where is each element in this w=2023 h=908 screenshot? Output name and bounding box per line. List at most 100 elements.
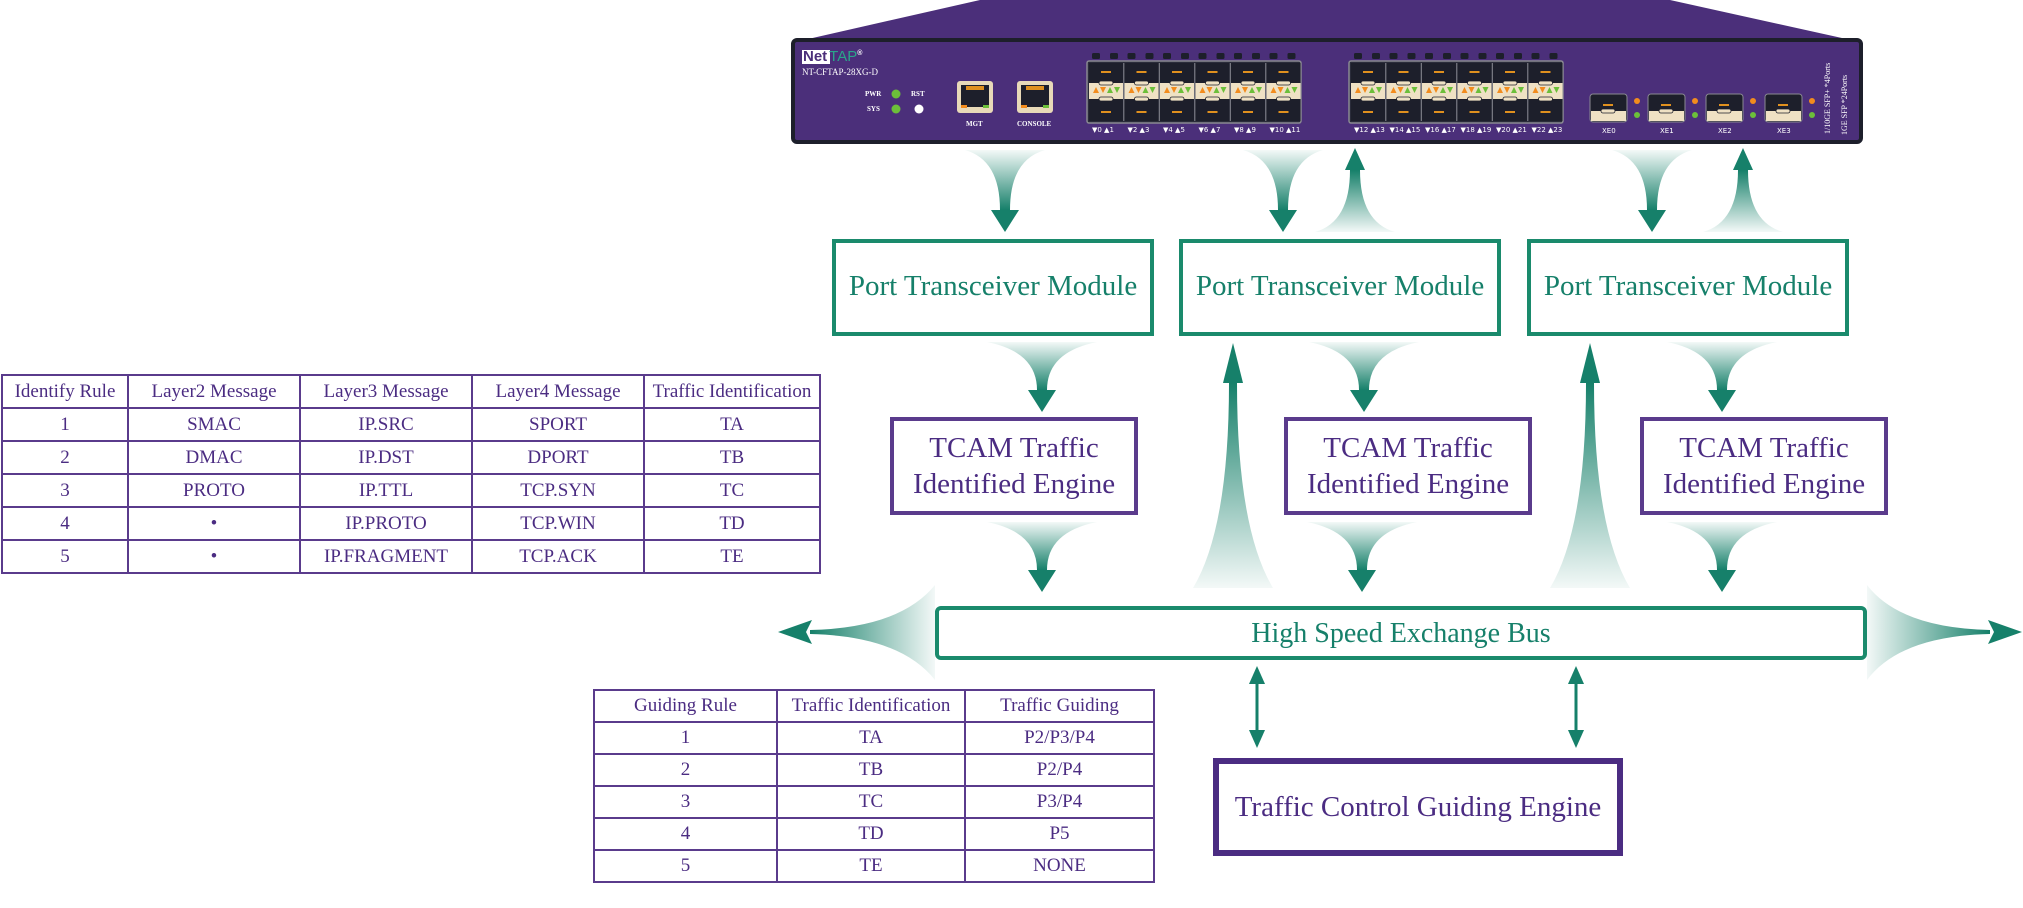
xe-port-3 — [1764, 93, 1815, 123]
pwr-led-label: PWR — [865, 90, 882, 98]
cell: 5 — [1, 539, 129, 574]
port-led-icon — [1234, 53, 1242, 59]
arrow-head-up-icon — [1733, 148, 1753, 170]
tx-arrow-icon — [1475, 87, 1482, 93]
cell: IP.FRAGMENT — [299, 539, 473, 574]
cell: 3 — [1, 473, 129, 508]
header-layer2: Layer2 Message — [127, 374, 301, 409]
cell: TE — [643, 539, 821, 574]
cell: TA — [776, 721, 966, 755]
port-led-icon — [1460, 53, 1469, 59]
arrow-bus-left — [778, 585, 935, 680]
cell: 4 — [593, 817, 778, 851]
sfp-port-pair — [1160, 63, 1194, 121]
arrow-head-left-icon — [778, 620, 812, 644]
arrow-head-down-icon — [1638, 210, 1666, 232]
tx-arrow-icon — [1404, 87, 1411, 93]
cell: IP.PROTO — [299, 506, 473, 541]
sfp-port-label: ▼18 ▲19 — [1460, 126, 1492, 134]
header-layer3: Layer3 Message — [299, 374, 473, 409]
tx-arrow-icon — [1284, 87, 1291, 93]
xe-led-icon — [1634, 98, 1640, 104]
rx-arrow-icon — [1242, 87, 1248, 93]
cell: P3/P4 — [964, 785, 1155, 819]
tcam-engine-2: TCAM Traffic Identified Engine — [1284, 417, 1532, 515]
xe-port-label: XE0 — [1602, 127, 1616, 135]
sfp-group-2 — [1348, 53, 1564, 124]
port-led-icon — [1389, 53, 1398, 59]
sfp-port-label: ▼8 ▲9 — [1234, 126, 1256, 134]
tx-arrow-icon — [1426, 87, 1432, 93]
rx-arrow-icon — [1411, 87, 1418, 93]
tx-arrow-icon — [1532, 87, 1539, 93]
cell: NONE — [964, 849, 1155, 883]
tx-arrow-icon — [1270, 87, 1277, 93]
xe-port-0 — [1589, 93, 1640, 123]
tx-arrow-icon — [1164, 87, 1170, 93]
tx-arrow-icon — [1511, 87, 1517, 93]
cell: TC — [776, 785, 966, 819]
sfp-port-label: ▼0 ▲1 — [1092, 126, 1114, 134]
header-identify-rule: Identify Rule — [1, 374, 129, 409]
port-led-icon — [1181, 53, 1189, 59]
arrow-bus-to-module-3 — [1550, 343, 1630, 588]
guiding-rule-table: Guiding Rule Traffic Identification Traf… — [593, 689, 1155, 883]
cell: TCP.WIN — [471, 506, 645, 541]
rst-button-icon[interactable] — [914, 104, 924, 114]
sfp-port-label: ▼2 ▲3 — [1127, 126, 1150, 134]
cell: IP.TTL — [299, 473, 473, 508]
port-led-icon — [1110, 53, 1118, 59]
port-led-icon — [1163, 53, 1171, 59]
table-header-row: Identify Rule Layer2 Message Layer3 Mess… — [1, 374, 821, 409]
mgt-port-label: MGT — [966, 120, 983, 128]
cell: 1 — [1, 407, 129, 442]
traffic-control-guiding-engine: Traffic Control Guiding Engine — [1213, 758, 1623, 856]
rx-arrow-icon — [1220, 87, 1227, 93]
sfp-port-label: ▼14 ▲15 — [1389, 126, 1421, 134]
mgt-port — [957, 81, 993, 113]
rx-arrow-icon — [1482, 87, 1489, 93]
arrow-bus-to-module-2 — [1193, 343, 1273, 588]
rx-arrow-icon — [1518, 87, 1524, 93]
sfp-port-pair — [1528, 63, 1563, 121]
port-led-icon — [1287, 53, 1296, 59]
tx-arrow-icon — [1369, 87, 1375, 93]
arrow-device-to-module-2 — [1243, 150, 1323, 232]
arrow-head-down-icon — [1348, 570, 1376, 592]
arrow-head-up-icon — [1580, 343, 1600, 383]
arrow-head-down-icon — [1708, 390, 1736, 412]
port-led-icon — [1496, 53, 1504, 59]
sfp-port-label: ▼16 ▲17 — [1425, 126, 1456, 134]
cell: P2/P3/P4 — [964, 721, 1155, 755]
flow-arrows — [778, 148, 2022, 748]
port-led-icon — [1092, 53, 1100, 59]
port-led-icon — [1549, 53, 1558, 59]
sfp-port-pair — [1266, 63, 1301, 121]
port-led-icon — [1145, 53, 1154, 59]
arrow-tcam-2-to-bus — [1307, 522, 1417, 592]
port-led-icon — [1354, 53, 1362, 59]
sfp-port-pair — [1351, 63, 1385, 121]
sfp-port-label: ▼4 ▲5 — [1163, 126, 1185, 134]
cell: • — [127, 539, 301, 574]
logo-net: Net — [803, 48, 828, 65]
rx-arrow-icon — [1553, 87, 1560, 93]
sys-led-icon — [891, 104, 901, 114]
xe-port-1 — [1647, 93, 1698, 123]
sfp-port-label: ▼12 ▲13 — [1354, 126, 1385, 134]
port-led-icon — [1478, 53, 1487, 59]
cell: 2 — [593, 753, 778, 787]
tx-arrow-icon — [1461, 87, 1468, 93]
tx-arrow-icon — [1128, 87, 1135, 93]
cell: TA — [643, 407, 821, 442]
logo-mark: ® — [857, 50, 863, 57]
sfp-port-pair — [1386, 63, 1421, 121]
xe-led-icon — [1809, 112, 1815, 118]
xe-port-label: XE1 — [1660, 127, 1674, 135]
